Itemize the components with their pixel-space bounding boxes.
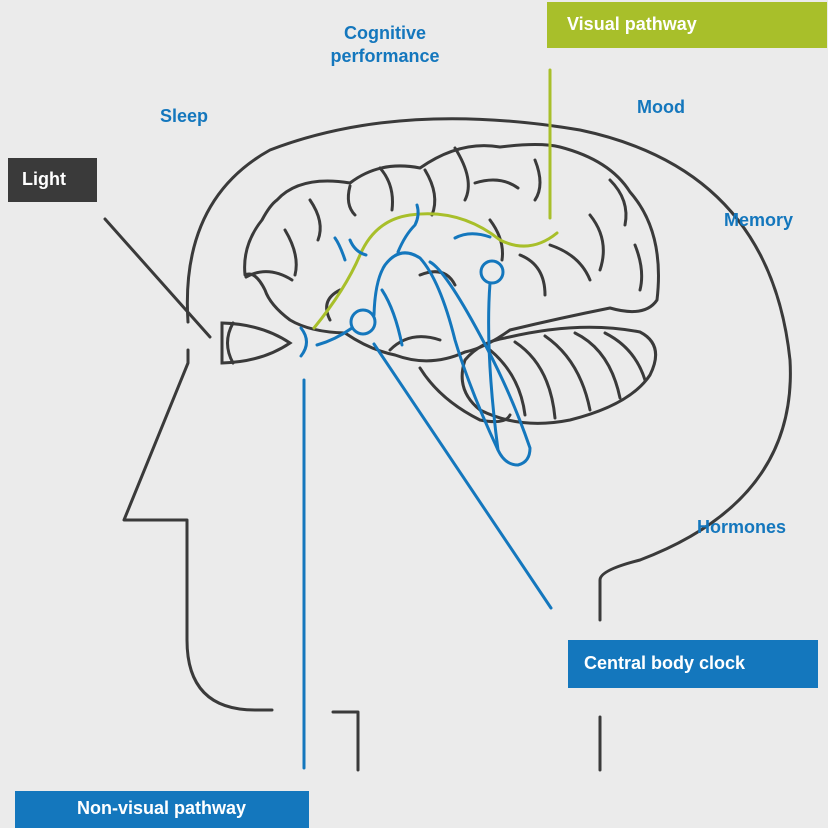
- neck-line-left: [333, 712, 358, 770]
- visual-pathway-box: Visual pathway: [547, 2, 827, 48]
- brain-fold: [348, 186, 355, 215]
- retina-mark: [301, 328, 307, 356]
- brain-fold: [610, 180, 626, 225]
- brain-fold: [425, 170, 435, 215]
- mood-label: Mood: [637, 96, 685, 119]
- light-box: Light: [8, 158, 97, 202]
- cerebellum-fold: [515, 342, 555, 418]
- brain-fold: [520, 255, 545, 295]
- head-silhouette: [124, 350, 272, 710]
- brainstem: [420, 368, 510, 422]
- cerebellum-fold: [490, 350, 525, 415]
- brain-fold: [475, 180, 518, 188]
- brain-fold: [455, 148, 468, 200]
- cognitive-label-line2: performance: [295, 45, 475, 68]
- sleep-label: Sleep: [160, 105, 208, 128]
- cognitive-label-line1: Cognitive: [295, 22, 475, 45]
- brain-fold: [590, 215, 603, 270]
- brain-fold: [550, 245, 590, 280]
- brain-fold: [390, 337, 440, 350]
- central-body-clock-box: Central body clock: [568, 640, 818, 688]
- brain-fold: [285, 230, 296, 275]
- cognitive-performance-label: Cognitive performance: [295, 22, 475, 68]
- hormones-label: Hormones: [697, 516, 786, 539]
- eye-icon: [222, 323, 290, 363]
- brain-fold: [535, 160, 540, 200]
- light-ray: [105, 219, 210, 337]
- brain-fold: [310, 200, 320, 240]
- cerebellum-fold: [575, 333, 620, 398]
- memory-label: Memory: [724, 209, 793, 232]
- non-visual-pathway-box: Non-visual pathway: [15, 791, 309, 828]
- brain-fold: [635, 245, 642, 290]
- brain-fold: [380, 168, 393, 210]
